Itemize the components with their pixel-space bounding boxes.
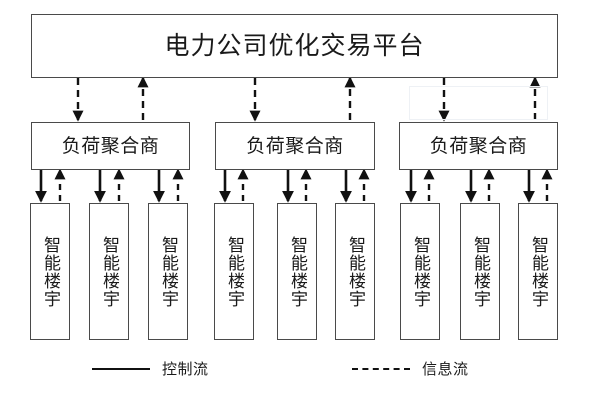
aggregator-label-3: 负荷聚合商 [429, 135, 528, 157]
building-label-8: 智能楼宇 [471, 235, 490, 308]
building-label-5: 智能楼宇 [288, 235, 307, 308]
building-label-6: 智能楼宇 [346, 235, 365, 308]
solid-line-icon [92, 363, 150, 375]
building-node-4[interactable]: 智能楼宇 [214, 203, 254, 340]
building-label-4: 智能楼宇 [225, 235, 244, 308]
platform-node[interactable]: 电力公司优化交易平台 [31, 14, 558, 78]
aggregator-label-2: 负荷聚合商 [246, 135, 344, 157]
building-node-1[interactable]: 智能楼宇 [30, 203, 70, 340]
building-node-5[interactable]: 智能楼宇 [277, 203, 317, 340]
aggregator-label-1: 负荷聚合商 [61, 135, 160, 157]
building-node-2[interactable]: 智能楼宇 [89, 203, 129, 340]
aggregator-to-building-connectors [35, 168, 553, 203]
aggregator-node-3[interactable]: 负荷聚合商 [399, 122, 558, 170]
building-label-7: 智能楼宇 [411, 235, 430, 308]
building-label-1: 智能楼宇 [41, 235, 60, 308]
building-node-7[interactable]: 智能楼宇 [400, 203, 440, 340]
legend-item-info-flow: 信息流 [352, 358, 469, 379]
building-node-8[interactable]: 智能楼宇 [460, 203, 500, 340]
building-node-9[interactable]: 智能楼宇 [518, 203, 558, 340]
legend-item-control-flow: 控制流 [92, 358, 209, 379]
background-artifact-rect [409, 86, 548, 120]
legend-label-control-flow: 控制流 [162, 360, 209, 378]
building-label-9: 智能楼宇 [529, 235, 548, 308]
legend-label-info-flow: 信息流 [422, 360, 469, 378]
building-node-6[interactable]: 智能楼宇 [335, 203, 375, 340]
platform-to-aggregator-connectors [72, 76, 541, 122]
building-label-2: 智能楼宇 [100, 235, 119, 308]
platform-label: 电力公司优化交易平台 [164, 32, 425, 60]
building-node-3[interactable]: 智能楼宇 [148, 203, 188, 340]
dashed-line-icon [352, 363, 410, 375]
aggregator-node-2[interactable]: 负荷聚合商 [215, 122, 375, 170]
aggregator-node-1[interactable]: 负荷聚合商 [31, 122, 190, 170]
building-label-3: 智能楼宇 [159, 235, 178, 308]
